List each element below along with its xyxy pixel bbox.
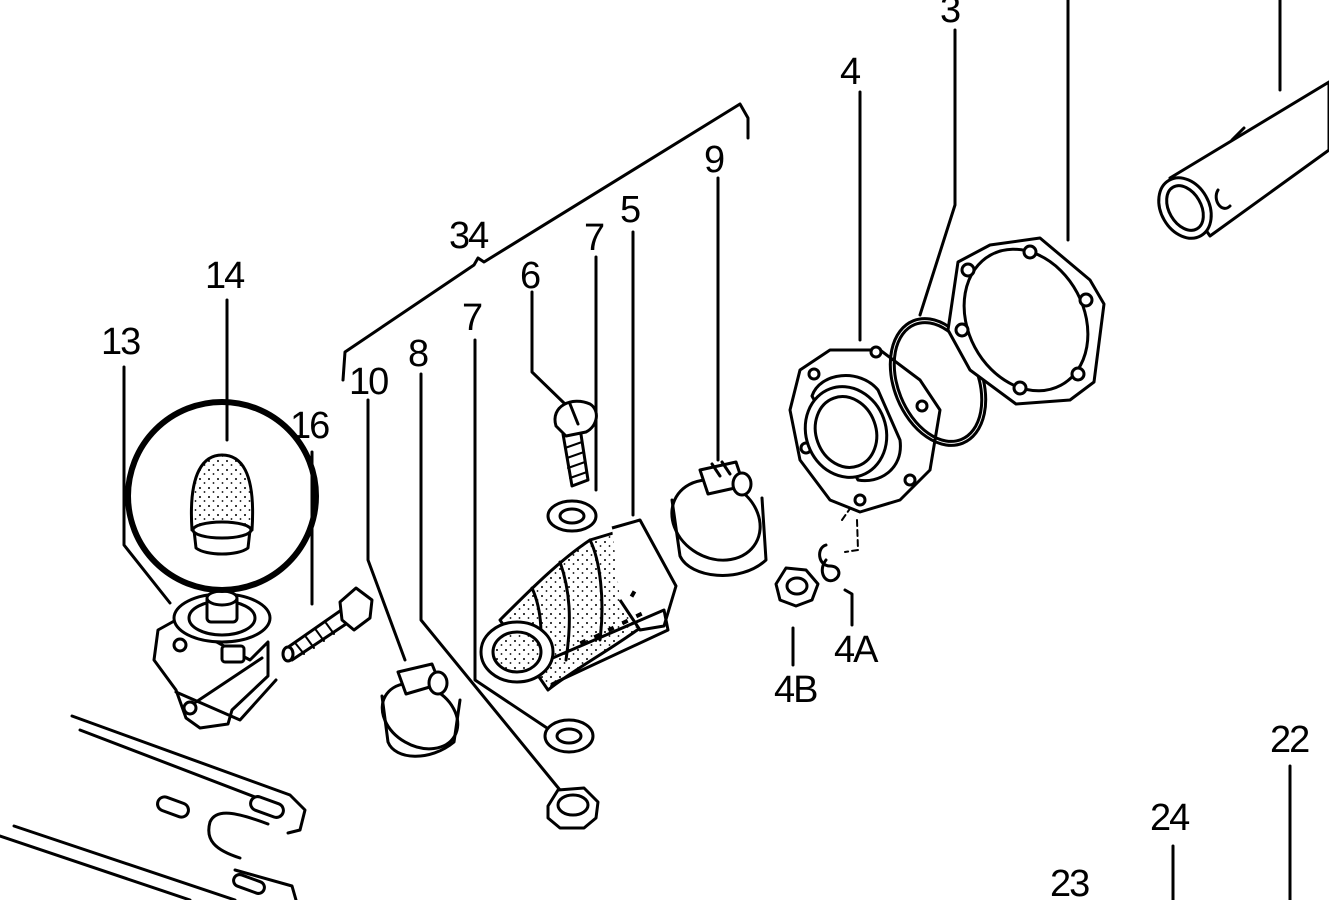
part-9-clamp [670, 460, 768, 577]
label-7-lower: 7 [462, 297, 482, 339]
part-7-washer-upper [546, 499, 598, 533]
leader-lines [122, 0, 1292, 900]
part-8-nut [546, 786, 600, 830]
part-13-mount [152, 589, 278, 730]
label-34: 34 [449, 215, 489, 257]
part-4a-washer [818, 543, 841, 583]
group-34-bracket [341, 102, 750, 382]
label-23: 23 [1050, 863, 1089, 900]
mounting-plate [0, 714, 307, 900]
label-9: 9 [704, 139, 724, 181]
part-7-washer-lower [543, 718, 595, 754]
gasket-plate [946, 236, 1106, 406]
callout-labels: 3 4 9 5 34 7 6 14 7 13 8 10 16 4A 4B 22 … [101, 0, 1311, 900]
label-4a: 4A [834, 629, 879, 671]
label-7-upper: 7 [584, 217, 604, 259]
part-4-housing [788, 345, 942, 514]
label-6: 6 [520, 255, 540, 297]
pipe [1157, 80, 1329, 240]
label-8: 8 [408, 333, 428, 375]
label-22: 22 [1270, 719, 1309, 761]
part-14-cone [189, 453, 255, 556]
part-5-boot [479, 518, 678, 692]
label-3: 3 [940, 0, 960, 31]
label-13: 13 [101, 321, 140, 363]
part-4b-nut [774, 566, 820, 608]
part-6-screw [553, 399, 598, 488]
label-16: 16 [290, 405, 329, 447]
label-4b: 4B [774, 669, 817, 711]
label-14: 14 [205, 255, 245, 297]
label-5: 5 [620, 189, 640, 231]
label-10: 10 [349, 361, 388, 403]
part-16-bolt [281, 586, 374, 663]
label-24: 24 [1150, 797, 1190, 839]
highlight-circle [125, 399, 319, 593]
label-4: 4 [840, 51, 861, 93]
part-10-clamp [380, 662, 462, 758]
